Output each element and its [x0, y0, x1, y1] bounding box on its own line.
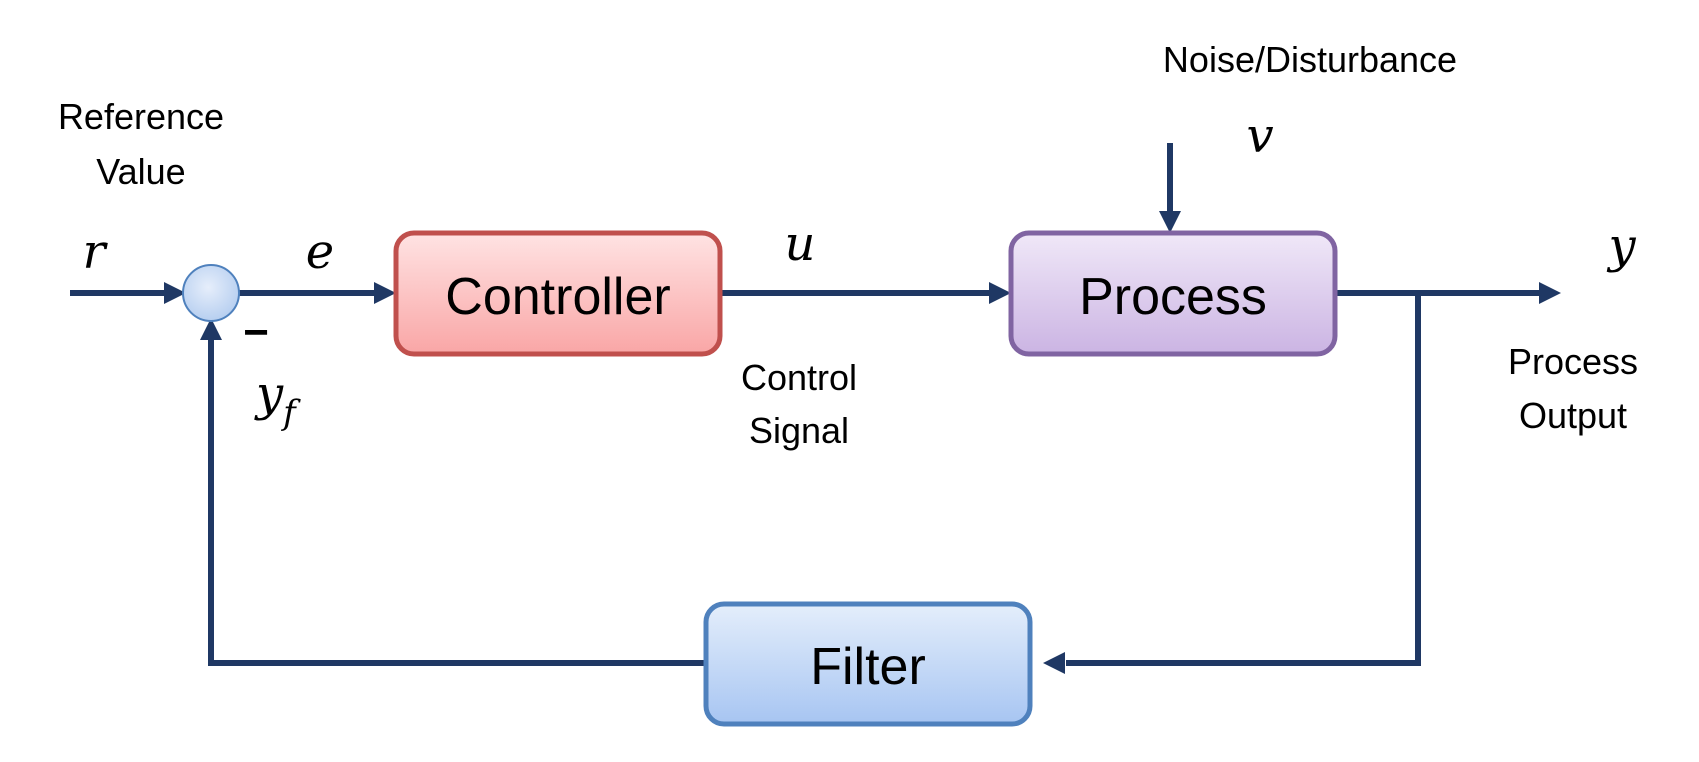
- reference-label-line2: Value: [96, 151, 185, 192]
- arrowhead-disturbance: [1159, 211, 1181, 233]
- summing-junction: [182, 264, 240, 322]
- symbol-y: y: [1606, 218, 1636, 274]
- arrowhead-sum-input: [164, 282, 186, 304]
- filter-block: Filter: [703, 601, 1033, 727]
- symbol-yf: yf: [254, 366, 301, 433]
- arrowhead-controller-input: [374, 282, 396, 304]
- wire-feedback-to-filter: [1066, 293, 1421, 666]
- process-output-line1: Process: [1508, 341, 1638, 382]
- symbol-yf-subscript: f: [280, 393, 301, 433]
- controller-block: Controller: [393, 230, 723, 357]
- symbol-u: u: [785, 216, 816, 272]
- symbol-v: v: [1246, 108, 1273, 164]
- symbol-yf-base: y: [254, 366, 284, 422]
- symbol-e: e: [306, 224, 334, 280]
- filter-label: Filter: [810, 638, 926, 696]
- wire-filter-to-sum: [208, 340, 706, 666]
- arrowhead-output: [1539, 282, 1561, 304]
- control-signal-line2: Signal: [749, 410, 849, 451]
- process-label: Process: [1079, 268, 1267, 326]
- noise-label: Noise/Disturbance: [1163, 39, 1457, 80]
- controller-label: Controller: [445, 268, 670, 326]
- minus-sign: −: [243, 308, 269, 357]
- symbol-r: r: [83, 224, 109, 280]
- arrowhead-process-input: [989, 282, 1011, 304]
- reference-label-line1: Reference: [58, 96, 224, 137]
- arrowhead-filter-input: [1043, 652, 1065, 674]
- control-signal-line1: Control: [741, 357, 857, 398]
- process-output-line2: Output: [1519, 395, 1627, 436]
- process-block: Process: [1008, 230, 1338, 357]
- arrowhead-sum-feedback: [200, 318, 222, 340]
